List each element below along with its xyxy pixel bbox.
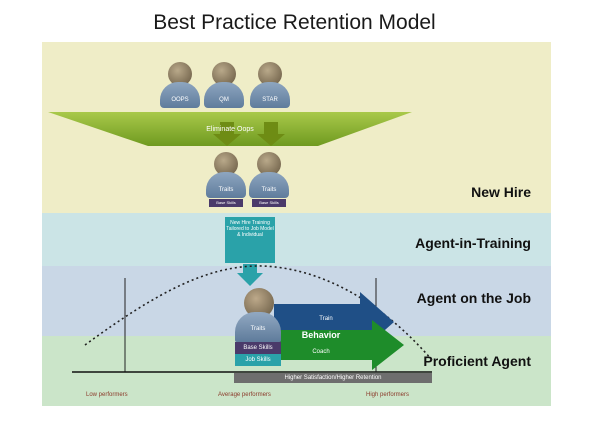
coach-arrow-label: Coach: [312, 349, 330, 355]
person-label: Traits: [218, 187, 234, 193]
agent-traits-label: Traits: [250, 326, 266, 332]
agent-in-training-label: Agent-in-Training: [415, 235, 531, 251]
training-down-arrow: [237, 264, 263, 286]
agent-traits: Traits: [235, 312, 281, 342]
base-skills-bar: Base Skills: [252, 199, 286, 207]
train-arrow-label: Train: [319, 316, 333, 322]
training-box: New Hire Training Tailored to Job Model …: [225, 217, 275, 263]
satisfaction-bar: Higher Satisfaction/Higher Retention: [234, 373, 432, 383]
person-label: QM: [219, 97, 229, 103]
coach-arrow: [274, 320, 404, 370]
person-body: Traits: [206, 172, 246, 198]
low-performers-label: Low performers: [86, 392, 128, 398]
new-hire-label: New Hire: [471, 184, 531, 200]
agent-on-job-label: Agent on the Job: [416, 290, 531, 306]
page-title: Best Practice Retention Model: [153, 11, 436, 34]
high-performers-label: High performers: [366, 392, 410, 398]
person-body: Traits: [249, 172, 289, 198]
proficient-agent-label: Proficient Agent: [423, 353, 531, 369]
person-body: STAR: [250, 82, 290, 108]
agent-job-skills: Job Skills: [235, 354, 281, 366]
person-body: QM: [204, 82, 244, 108]
training-box-label: New Hire Training Tailored to Job Model …: [226, 220, 274, 238]
person-label: STAR: [262, 97, 278, 103]
person-label: OOPS: [171, 97, 189, 103]
behavior-label: Behavior: [301, 330, 341, 340]
down-arrow-right: [257, 122, 285, 146]
bell-curve: [84, 265, 433, 361]
funnel-label: Eliminate Oops: [206, 126, 254, 133]
base-skills-bar: Base Skills: [209, 199, 243, 207]
average-performers-label: Average performers: [218, 392, 271, 398]
agent-in-training-band: Agent-in-Training: [42, 213, 551, 266]
person-label: Traits: [261, 187, 277, 193]
down-arrow-left: [213, 122, 241, 146]
person-body: OOPS: [160, 82, 200, 108]
agent-figure: Traits Base Skills Job Skills: [234, 288, 282, 370]
agent-base-skills: Base Skills: [235, 342, 281, 354]
